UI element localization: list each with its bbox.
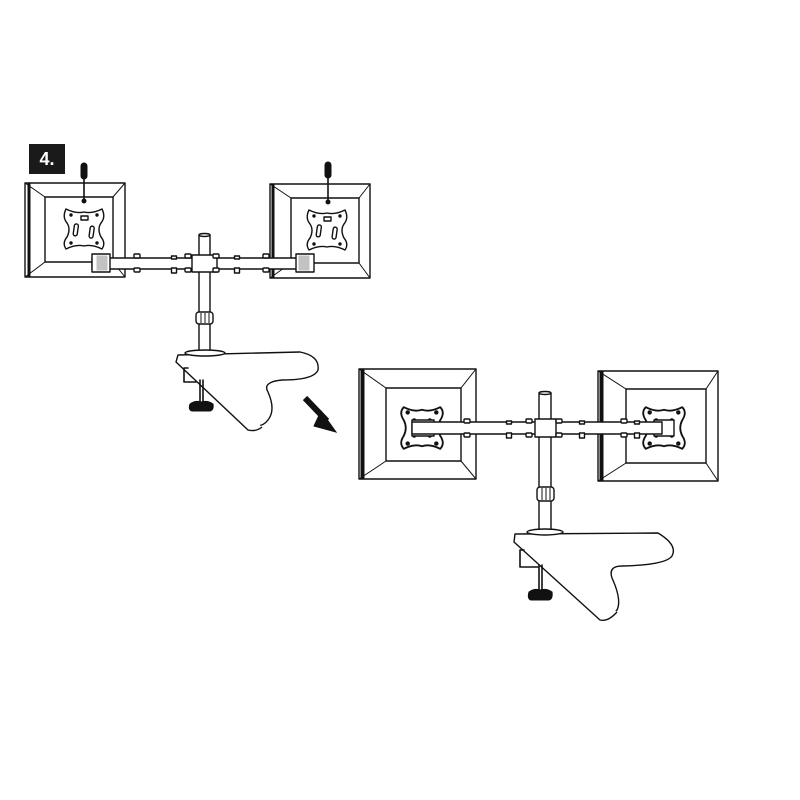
c-clamp-mounted — [519, 549, 553, 601]
desk-mounted — [513, 528, 675, 622]
diagonal-down-right-arrow-icon — [302, 395, 338, 433]
crossbar-arm — [91, 253, 315, 274]
right-monitor-mounted — [597, 370, 719, 482]
pole-mounted — [536, 390, 555, 534]
step-number-badge: 4. — [29, 144, 65, 174]
crossbar-arm-mounted — [411, 418, 663, 439]
c-clamp — [183, 367, 214, 412]
after-panel — [358, 368, 719, 622]
left-vesa-plate — [63, 208, 105, 250]
desk — [175, 349, 319, 432]
clamp-knob-icon — [188, 400, 214, 412]
right-vesa-plate — [306, 209, 348, 251]
pole — [195, 232, 214, 356]
right-screwdriver-icon — [324, 161, 332, 202]
left-screwdriver-icon — [80, 162, 88, 201]
before-panel — [24, 161, 371, 432]
clamp-knob-mounted-icon — [527, 588, 553, 601]
left-monitor — [24, 182, 126, 278]
